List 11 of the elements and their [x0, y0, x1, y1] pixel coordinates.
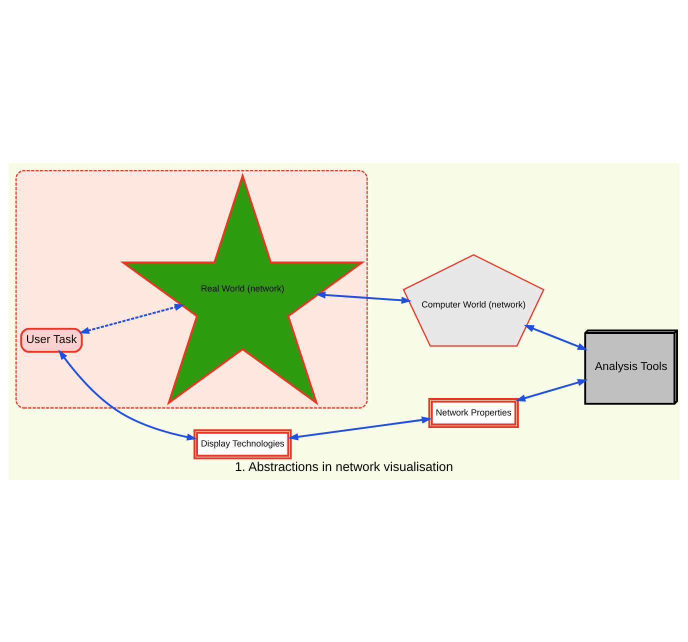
arrow [78, 303, 185, 334]
node-box: Network Properties [428, 398, 519, 428]
node-box: Display Technologies [194, 428, 292, 459]
arrow [288, 416, 432, 440]
arrow [315, 290, 412, 304]
cluster [15, 170, 368, 408]
arrow [58, 349, 198, 440]
arrow [524, 324, 588, 350]
node-box: User Task [20, 327, 83, 352]
arrow [515, 378, 588, 402]
caption: 1. Abstractions in network visualisation [234, 458, 454, 474]
